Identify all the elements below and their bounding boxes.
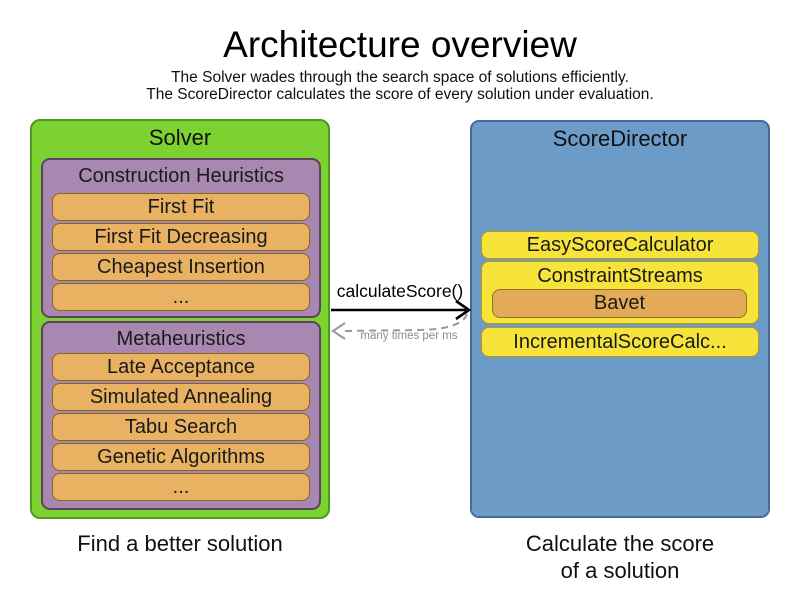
metaheuristics-box: Metaheuristics Late Acceptance Simulated… [41, 321, 321, 510]
construction-heuristics-title: Construction Heuristics [78, 165, 284, 187]
page-title: Architecture overview [223, 24, 577, 65]
easy-score-calculator-item: EasyScoreCalculator [481, 231, 759, 259]
constraint-streams-label: ConstraintStreams [537, 265, 703, 287]
algorithm-item-ellipsis: ... [52, 283, 310, 311]
solver-box: Solver Construction Heuristics First Fit… [30, 119, 330, 519]
score-director-caption-line-1: Calculate the score [525, 531, 715, 556]
metaheuristics-title: Metaheuristics [116, 328, 246, 350]
score-director-box: ScoreDirector EasyScoreCalculator Constr… [470, 120, 770, 518]
calculate-score-label: calculateScore() [336, 281, 464, 301]
construction-heuristics-box: Construction Heuristics First Fit First … [41, 158, 321, 318]
return-arrow [331, 313, 468, 340]
subtitle-line-2: The ScoreDirector calculates the score o… [146, 86, 654, 103]
incremental-score-calculator-item: IncrementalScoreCalc... [481, 327, 759, 357]
subtitle-line-1: The Solver wades through the search spac… [171, 69, 629, 86]
algorithm-item-ellipsis: ... [52, 473, 310, 501]
algorithm-item: Tabu Search [52, 413, 310, 441]
score-director-caption-line-2: of a solution [560, 558, 680, 583]
solver-title: Solver [148, 125, 212, 150]
bavet-item: Bavet [492, 289, 747, 318]
constraint-streams-item: ConstraintStreams Bavet [481, 261, 759, 324]
algorithm-item: First Fit [52, 193, 310, 221]
calculate-score-arrow [331, 299, 472, 321]
solver-caption: Find a better solution [77, 531, 283, 556]
algorithm-item: Genetic Algorithms [52, 443, 310, 471]
frequency-label: many times per ms [360, 330, 458, 342]
algorithm-item: First Fit Decreasing [52, 223, 310, 251]
score-director-caption: Calculate the score of a solution [470, 530, 770, 584]
score-director-title: ScoreDirector [552, 126, 688, 151]
algorithm-item: Simulated Annealing [52, 383, 310, 411]
algorithm-item: Cheapest Insertion [52, 253, 310, 281]
algorithm-item: Late Acceptance [52, 353, 310, 381]
calculate-score-arrows [331, 299, 472, 340]
